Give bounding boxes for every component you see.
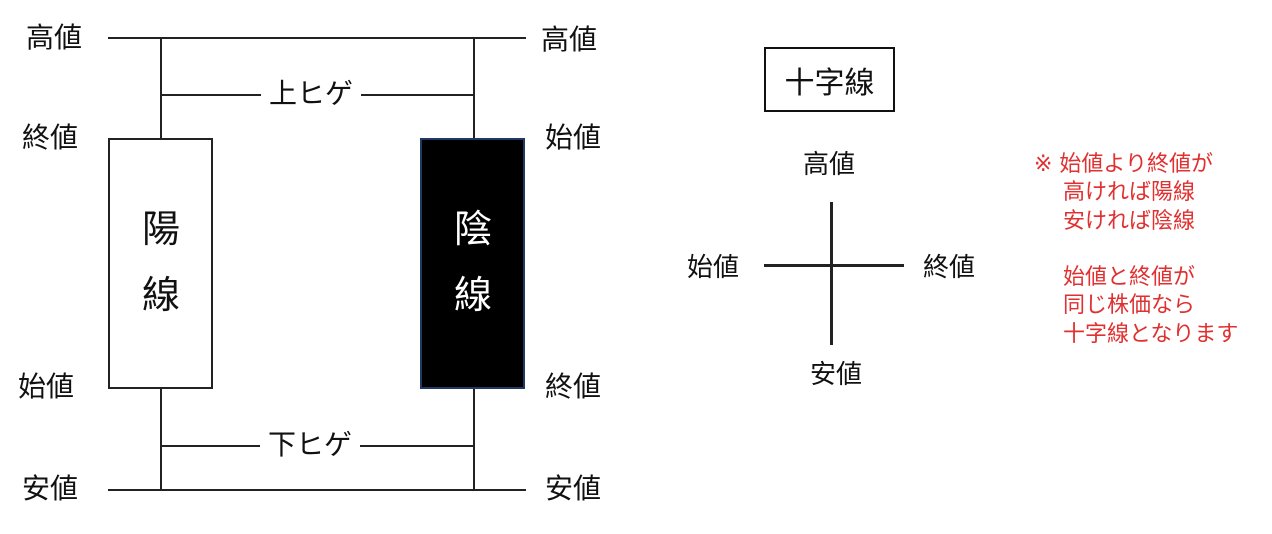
left-low-label: 安値 [22, 472, 79, 505]
bearish-candle [420, 138, 525, 389]
bull-lower-wick [160, 389, 162, 490]
lower-shadow-label: 下ヒゲ [260, 431, 361, 459]
doji-horizontal-line [764, 264, 904, 267]
right-open-label: 始値 [545, 121, 602, 154]
high-line [108, 37, 526, 39]
doji-close-label: 終値 [923, 253, 976, 283]
bear-lower-wick [473, 389, 475, 490]
note-line-4: 始値と終値が [1063, 265, 1196, 290]
bullish-label-char2: 線 [142, 273, 181, 317]
doji-vertical-line [830, 202, 833, 345]
left-open-label: 始値 [18, 370, 75, 403]
doji-high-label: 高値 [803, 150, 856, 180]
note-line-6: 十字線となります [1063, 322, 1239, 347]
bear-upper-wick [473, 38, 475, 138]
right-low-label: 安値 [545, 472, 602, 505]
note-line-3: 安ければ陰線 [1063, 209, 1196, 234]
left-high-label: 高値 [26, 21, 83, 54]
bull-upper-wick [160, 38, 162, 138]
right-high-label: 高値 [541, 23, 598, 56]
bearish-label-char1: 陰 [454, 207, 493, 251]
right-close-label: 終値 [545, 370, 602, 403]
note-line-1: ※ 始値より終値が [1034, 152, 1213, 177]
low-line [108, 489, 526, 491]
note-line-5: 同じ株価なら [1063, 293, 1196, 318]
doji-low-label: 安値 [810, 360, 863, 390]
left-close-label: 終値 [22, 121, 79, 154]
doji-title-box: 十字線 [764, 47, 895, 112]
bullish-label-char1: 陽 [142, 207, 181, 251]
bullish-candle [108, 138, 213, 389]
note-line-2: 高ければ陽線 [1063, 180, 1196, 205]
bearish-label-char2: 線 [454, 273, 493, 317]
upper-shadow-label: 上ヒゲ [261, 80, 362, 108]
doji-title: 十字線 [784, 65, 875, 101]
doji-open-label: 始値 [687, 253, 740, 283]
